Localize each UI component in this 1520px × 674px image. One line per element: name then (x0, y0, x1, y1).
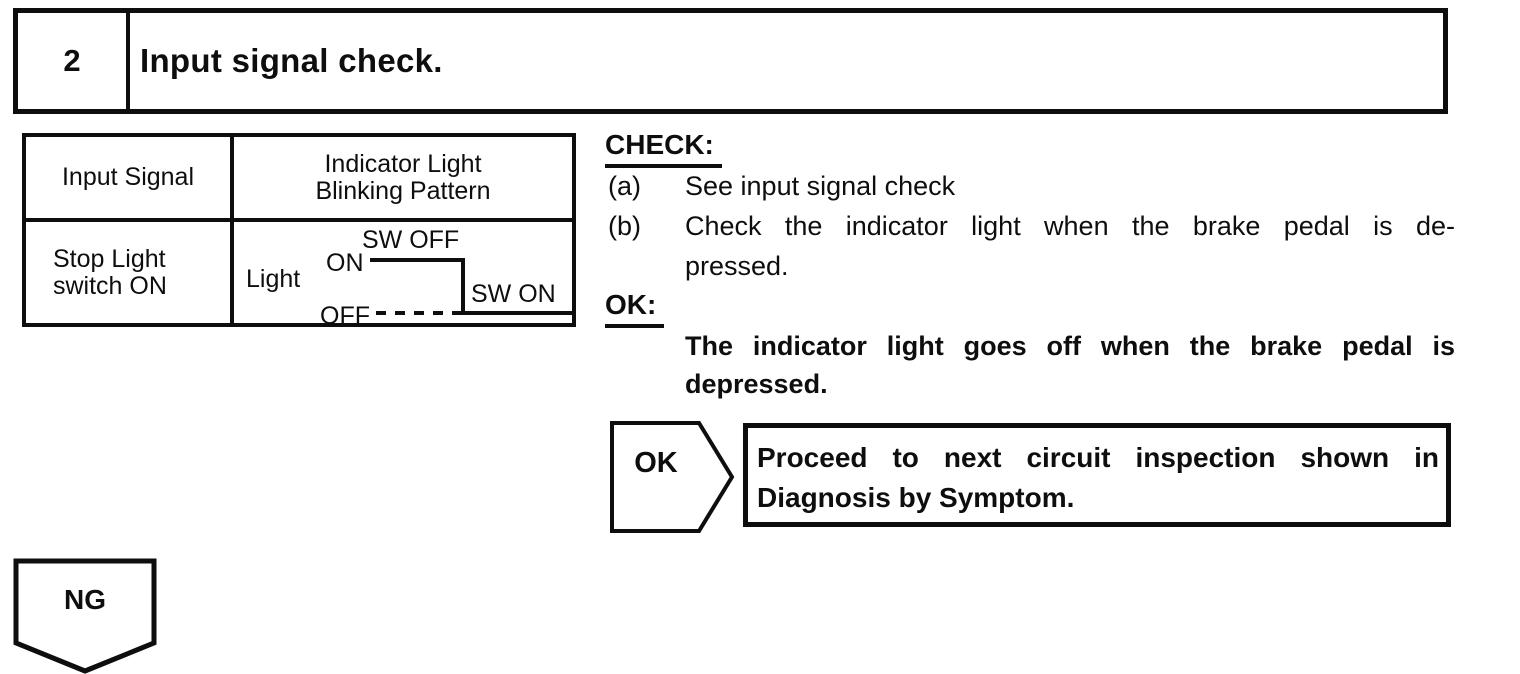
check-item-b-text-line1: Check the indicator light when the brake… (685, 211, 1455, 241)
waveform-off-dashed-line (376, 311, 461, 315)
waveform-off-level-line (461, 311, 572, 315)
check-item-a-text: See input signal check (685, 171, 956, 201)
ok-result-line1: Proceed to next circuit inspection shown… (757, 442, 1439, 473)
ok-connector-label: OK (634, 447, 678, 479)
ok-result-line2: Diagnosis by Symptom. (757, 482, 1075, 513)
step-number-cell: 2 (18, 13, 130, 109)
step-title: Input signal check. (140, 42, 443, 79)
ok-heading: OK: (605, 289, 665, 328)
ok-pentagon-shape (610, 421, 735, 533)
step-number: 2 (63, 43, 81, 78)
row-label-line: switch ON (53, 271, 167, 300)
table-row-stop-light-switch: Stop Light switch ON (26, 222, 230, 323)
waveform-falling-edge-line (461, 258, 465, 315)
check-item-a-label: (a) (608, 171, 641, 201)
ng-connector-label: NG (64, 584, 106, 615)
check-item-b-text-line2: pressed. (685, 251, 789, 281)
waveform-on-level-line (370, 258, 465, 262)
check-heading: CHECK: (605, 129, 722, 168)
ok-result-box: Proceed to next circuit inspection shown… (743, 423, 1451, 527)
ng-connector: NG (13, 558, 157, 674)
table-row-divider (26, 218, 572, 222)
check-item-b-label: (b) (608, 211, 641, 241)
waveform-sw-off-label: SW OFF (362, 226, 460, 254)
waveform-on-label: ON (326, 249, 364, 277)
ng-pentagon-shape (13, 558, 157, 674)
row-label-line: Stop Light (53, 244, 166, 273)
input-signal-table: Input Signal Indicator Light Blinking Pa… (22, 133, 576, 329)
ok-connector: OK (610, 421, 736, 533)
table-column-divider (230, 137, 234, 323)
table-header-blinking-pattern: Indicator Light Blinking Pattern (234, 137, 572, 218)
waveform-off-label: OFF (320, 302, 370, 330)
waveform-diagram: Light ON SW OFF OFF SW ON (234, 222, 572, 329)
ok-criteria-line1: The indicator light goes off when the br… (685, 331, 1455, 361)
table-header-line: Blinking Pattern (315, 176, 491, 205)
table-header-label: Input Signal (61, 163, 195, 191)
waveform-sw-on-label: SW ON (471, 280, 556, 308)
ok-criteria-line2: depressed. (685, 369, 828, 399)
table-header-line: Indicator Light (324, 149, 482, 178)
waveform-light-label: Light (246, 265, 301, 293)
table-header-input-signal: Input Signal (26, 137, 230, 218)
step-header: 2 Input signal check. (13, 8, 1448, 114)
